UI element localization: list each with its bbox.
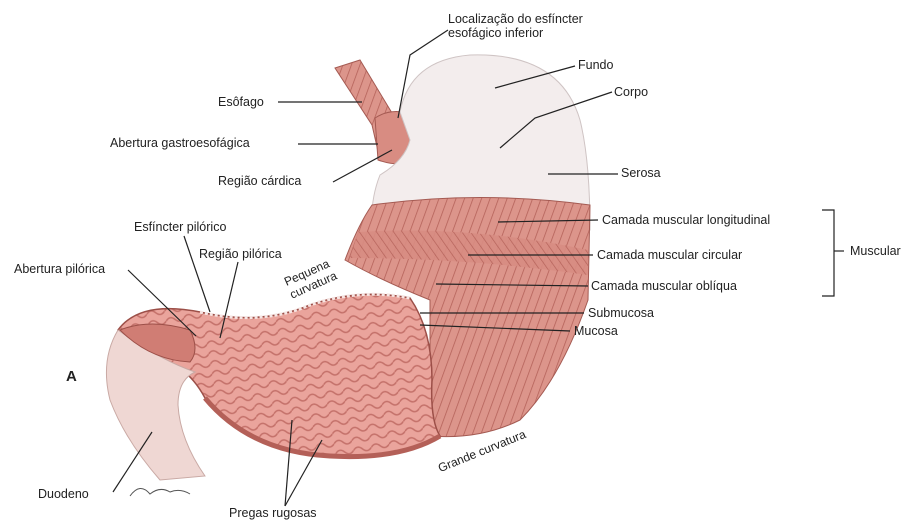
label-camada-obliqua: Camada muscular oblíqua bbox=[591, 279, 737, 293]
label-les: Localização do esfíncter esofágico infer… bbox=[448, 12, 583, 40]
label-submucosa: Submucosa bbox=[588, 306, 654, 320]
label-duodeno: Duodeno bbox=[38, 487, 89, 501]
label-corpo: Corpo bbox=[614, 85, 648, 99]
label-muscular: Muscular bbox=[850, 244, 901, 258]
label-camada-longitudinal: Camada muscular longitudinal bbox=[602, 213, 770, 227]
label-abertura-pilorica: Abertura pilórica bbox=[14, 262, 105, 276]
label-serosa: Serosa bbox=[621, 166, 661, 180]
label-fundo: Fundo bbox=[578, 58, 613, 72]
label-abertura-gastroesofagica: Abertura gastroesofágica bbox=[110, 136, 250, 150]
figure-letter: A bbox=[66, 370, 77, 384]
label-regiao-cardica: Região cárdica bbox=[218, 174, 301, 188]
artist-signature bbox=[130, 488, 190, 496]
label-camada-circular: Camada muscular circular bbox=[597, 248, 742, 262]
label-mucosa: Mucosa bbox=[574, 324, 618, 338]
label-les-line2: esofágico inferior bbox=[448, 26, 583, 40]
label-regiao-pilorica: Região pilórica bbox=[199, 247, 282, 261]
label-esfincter-pilorico: Esfíncter pilórico bbox=[134, 220, 226, 234]
label-les-line1: Localização do esfíncter bbox=[448, 12, 583, 26]
label-esofago: Esôfago bbox=[218, 95, 264, 109]
label-pregas-rugosas: Pregas rugosas bbox=[229, 506, 317, 520]
